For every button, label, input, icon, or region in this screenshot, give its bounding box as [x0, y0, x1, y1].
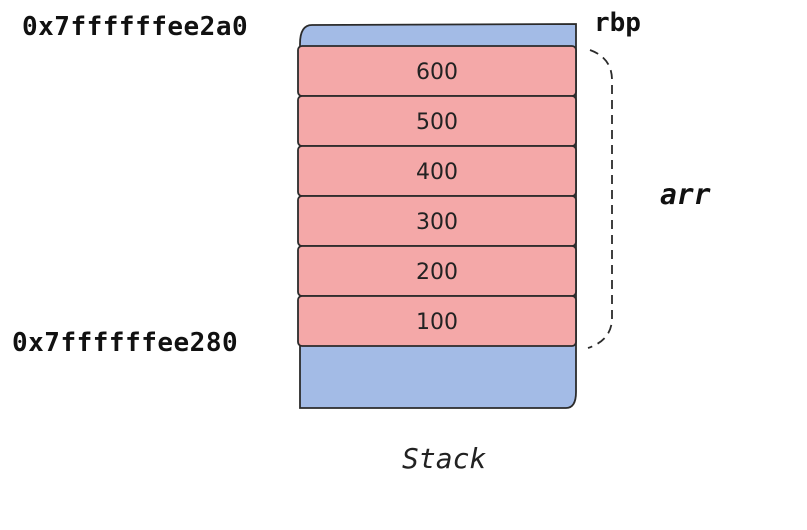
- array-cell-value: 500: [416, 110, 458, 135]
- array-cell-value: 600: [416, 60, 458, 85]
- array-brace: [587, 49, 613, 349]
- array-cell-value: 100: [416, 310, 458, 335]
- top-address-label: 0x7ffffffee2a0: [22, 12, 249, 42]
- array-cell-value: 200: [416, 260, 458, 285]
- bottom-address-label: 0x7ffffffee280: [12, 328, 239, 358]
- array-cell-value: 400: [416, 160, 458, 185]
- stack-caption: Stack: [402, 442, 487, 475]
- arr-variable-label: arr: [660, 178, 711, 211]
- array-cells: 600 500 400 300 200 100: [297, 45, 577, 347]
- rbp-register-label: rbp: [594, 8, 641, 38]
- array-cell-value: 300: [416, 210, 458, 235]
- array-cell: [297, 295, 577, 347]
